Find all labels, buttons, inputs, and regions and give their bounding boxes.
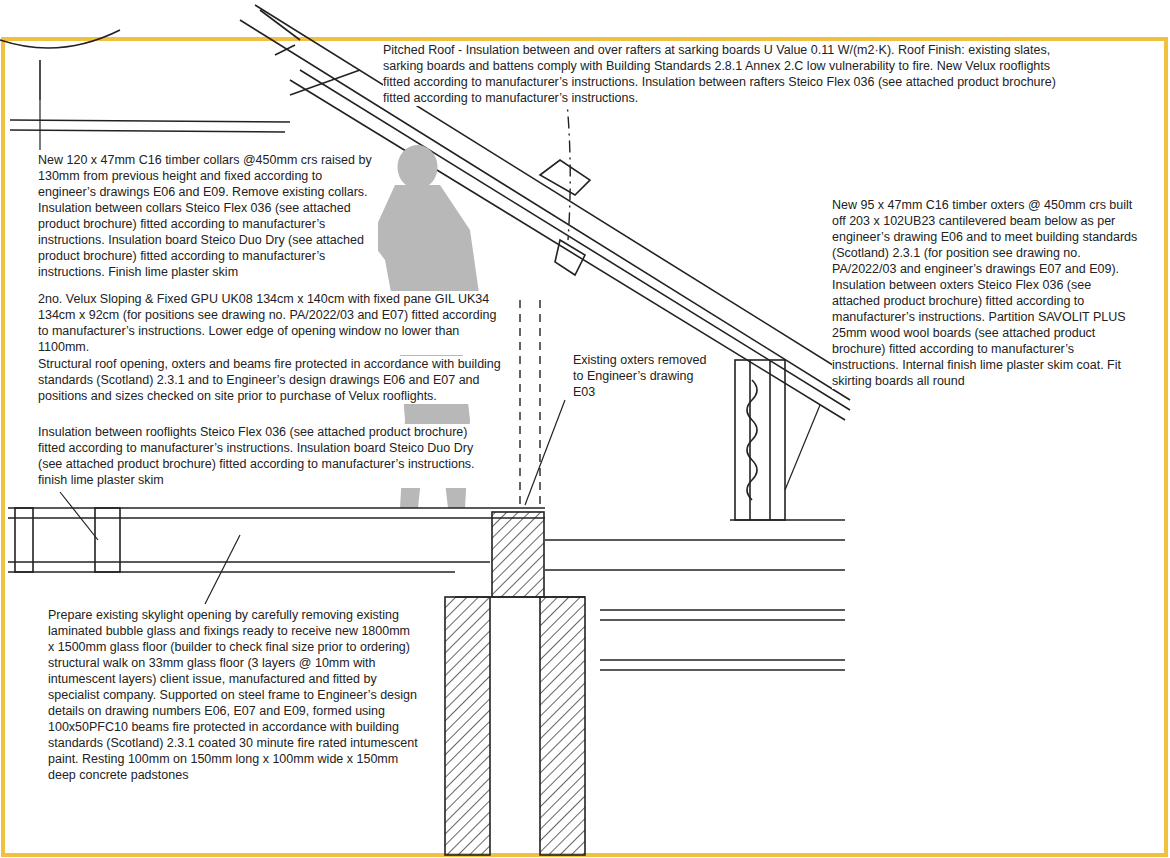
dashed-lines: [520, 45, 570, 510]
timber-collar: [10, 70, 360, 132]
annotation-note: New 95 x 47mm C16 timber oxters @ 450mm …: [832, 197, 1142, 389]
oxter-wall: [730, 360, 845, 520]
annotation-note: Insulation between rooflights Steico Fle…: [38, 424, 493, 488]
masonry-wall: [540, 597, 585, 855]
frame-border: [3, 39, 1166, 855]
padstone-line: [455, 596, 585, 598]
annotation-note: New 120 x 47mm C16 timber collars @450mm…: [38, 152, 378, 280]
annotation-note: Prepare existing skylight opening by car…: [48, 607, 418, 783]
annotation-note: Existing oxters removed to Engineer’s dr…: [573, 352, 713, 400]
annotation-note: 2no. Velux Sloping & Fixed GPU UK08 134c…: [38, 291, 503, 355]
steel-beam: [492, 512, 544, 597]
annotation-note: Structural roof opening, oxters and beam…: [38, 356, 503, 404]
masonry-wall: [445, 597, 490, 855]
annotation-note: Pitched Roof - Insulation between and ov…: [383, 42, 1073, 106]
